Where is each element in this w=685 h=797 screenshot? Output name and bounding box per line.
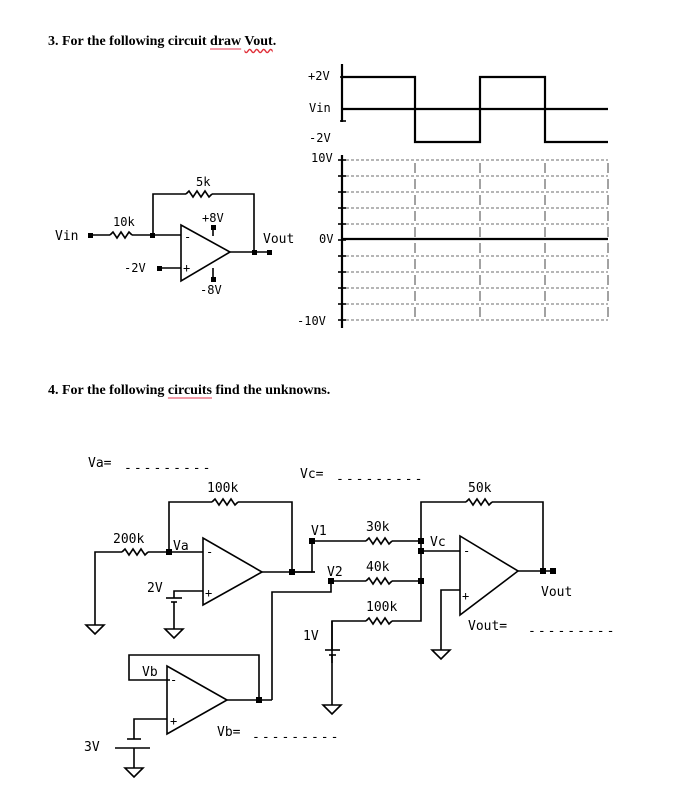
vout-terminal-c-label: Vout: [541, 585, 572, 600]
q3-text: For the following circuit: [62, 34, 211, 49]
opamp-a: [202, 536, 264, 607]
vb-answer-label: Vb=: [217, 725, 241, 740]
ground-icon: [163, 628, 185, 640]
va-answer-blank: ---------: [124, 461, 212, 476]
resistor-30k: [365, 536, 393, 546]
opamp-c: [459, 534, 520, 617]
q3-word-vout: Vout: [244, 34, 273, 49]
resistor-200k-label: 200k: [113, 532, 144, 547]
resistor-100k-a: [211, 497, 239, 507]
resistor-50k-label: 50k: [468, 481, 492, 496]
opamp-q3: [180, 223, 232, 283]
vout-terminal-c: [550, 568, 556, 574]
vb-answer-blank: ---------: [252, 730, 340, 745]
vin-tick-label-top: +2V: [308, 69, 330, 83]
vin-terminal: [88, 233, 93, 238]
vout-grid-plot: 10V 0V -10V: [297, 151, 609, 328]
svg-text:-: -: [463, 544, 470, 558]
ground-icon: [84, 624, 106, 636]
ground-icon: [430, 649, 452, 661]
source-3v-label: 3V: [84, 740, 100, 755]
circuit-a: Va= --------- 200k Va 100k - + 2V: [84, 456, 315, 640]
q4-word-circuits: circuits: [167, 383, 212, 398]
vin-square-wave: [342, 75, 608, 144]
source-1v-label: 1V: [303, 629, 319, 644]
supply-positive-label: +8V: [202, 211, 224, 225]
resistor-40k-label: 40k: [366, 560, 390, 575]
resistor-100k-a-label: 100k: [207, 481, 238, 496]
node-v1-label: V1: [311, 524, 327, 539]
svg-text:+: +: [205, 586, 212, 600]
node-v2-label: V2: [327, 565, 343, 580]
question-4-heading: 4. For the following circuits find the u…: [48, 383, 330, 399]
q4-text-after: find the unknowns.: [211, 383, 331, 398]
resistor-50k: [465, 497, 493, 507]
resistor-40k: [365, 576, 393, 586]
circuit-c: Vc= --------- V1 30k V2 40k 100k Vc 1V: [292, 467, 616, 716]
svg-text:-: -: [206, 545, 213, 559]
svg-text:+: +: [170, 714, 177, 728]
opamp-b: [166, 664, 229, 736]
svg-text:+: +: [462, 589, 469, 603]
va-answer-label: Va=: [88, 456, 112, 471]
resistor-100k-c: [365, 616, 393, 626]
vin-tick-label-bottom: -2V: [309, 131, 331, 145]
supply-negative-label: -8V: [200, 283, 222, 297]
junction-node: [150, 233, 155, 238]
question-3-heading: 3. For the following circuit draw Vout.: [48, 34, 277, 49]
resistor-5k-label: 5k: [196, 175, 211, 189]
vc-answer-label: Vc=: [300, 467, 324, 482]
noninv-source-label: -2V: [124, 261, 146, 275]
circuit-q3: Vin 10k 5k - + +8V -8V -2V Vout: [55, 175, 294, 297]
vout-tick-label-bottom: -10V: [297, 314, 326, 328]
svg-text:-: -: [184, 230, 191, 244]
vin-terminal-label: Vin: [55, 229, 78, 244]
vout-tick-label-top: 10V: [311, 151, 333, 165]
node-va-label: Va: [173, 539, 189, 554]
vout-answer-label: Vout=: [468, 619, 507, 634]
resistor-10k-label: 10k: [113, 215, 135, 229]
circuit-b: Vb - + 3V Vb= ---------: [84, 591, 340, 779]
resistor-5k: [185, 189, 213, 199]
resistor-200k: [121, 547, 149, 557]
resistor-30k-label: 30k: [366, 520, 390, 535]
vin-waveform-plot: +2V Vin -2V: [308, 64, 608, 145]
q3-word-draw: draw: [210, 34, 242, 49]
svg-text:-: -: [170, 673, 177, 687]
vout-terminal-label: Vout: [263, 232, 294, 247]
ground-icon: [321, 704, 343, 716]
vout-terminal: [267, 250, 272, 255]
resistor-10k: [109, 230, 133, 240]
vout-tick-label-zero: 0V: [319, 232, 333, 246]
vout-grid-lines: [338, 159, 609, 321]
node-vc-label: Vc: [430, 535, 446, 550]
source-2v-label: 2V: [147, 581, 163, 596]
vc-answer-blank: ---------: [336, 472, 424, 487]
vout-answer-blank: ---------: [528, 624, 616, 639]
node-vb-label: Vb: [142, 665, 158, 680]
q3-number: 3.: [48, 34, 59, 49]
q4-text: 4. For the following: [48, 383, 168, 398]
ground-icon: [123, 767, 145, 779]
resistor-100k-c-label: 100k: [366, 600, 397, 615]
svg-text:+: +: [183, 261, 190, 275]
vin-axis-label: Vin: [309, 101, 331, 115]
